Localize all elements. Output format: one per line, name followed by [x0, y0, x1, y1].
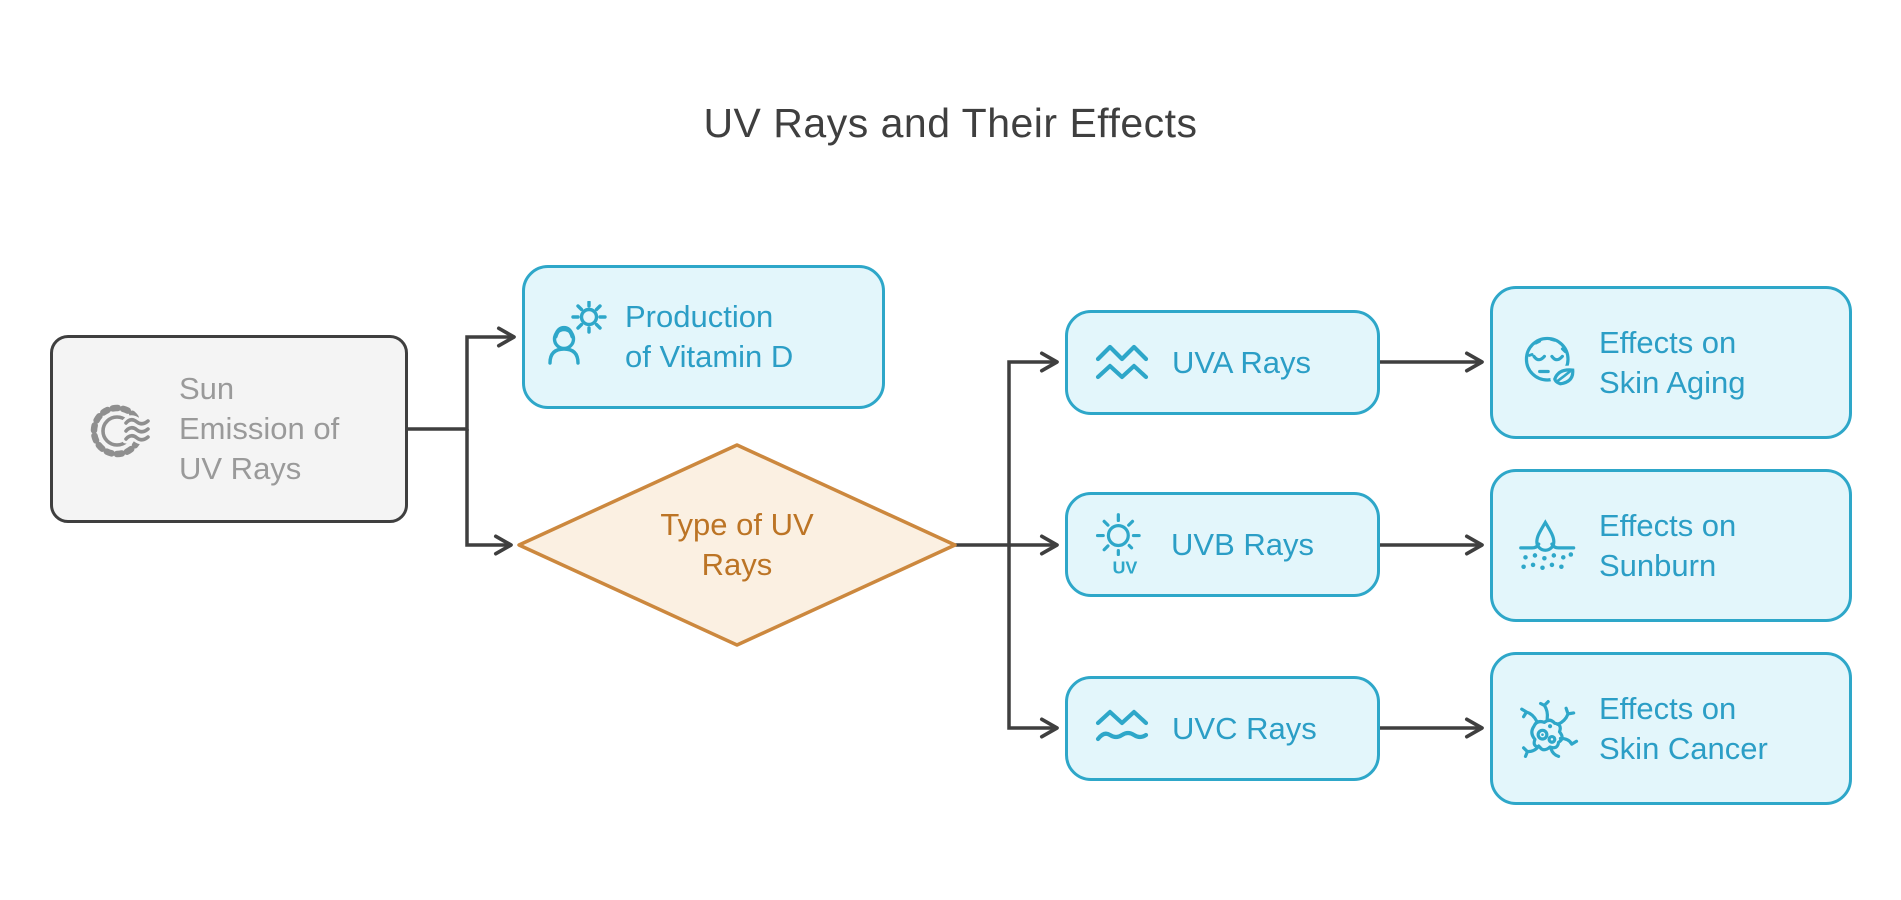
node-uva-rays: UVA Rays — [1065, 310, 1380, 415]
node-effects-skin-aging: Effects on Skin Aging — [1490, 286, 1852, 439]
node-sun-emission: Sun Emission of UV Rays — [50, 335, 408, 523]
cancer-cell-icon — [1517, 695, 1585, 763]
edge-source-production — [408, 326, 516, 431]
person-under-sun-icon — [541, 301, 613, 373]
node-label: UVA Rays — [1172, 344, 1311, 380]
node-uvb-rays: UV UVB Rays — [1065, 492, 1380, 597]
edge-source-uvtype — [465, 429, 513, 556]
edge-uvtype-uva — [955, 351, 1059, 547]
node-label: Sun Emission of UV Rays — [179, 371, 340, 486]
sun-emission-icon — [85, 390, 163, 468]
node-label: Production of Vitamin D — [625, 299, 794, 374]
sun-uv-rays-icon: UV — [1090, 511, 1158, 579]
edge-uvtype-uvc — [1007, 545, 1059, 739]
aged-face-leaf-icon — [1517, 329, 1585, 397]
node-effects-skin-cancer: Effects on Skin Cancer — [1490, 652, 1852, 805]
node-label: Effects on Skin Aging — [1599, 324, 1746, 400]
skin-droplet-burn-icon — [1517, 512, 1585, 580]
node-uvc-rays: UVC Rays — [1065, 676, 1380, 781]
uv-letters: UV — [1112, 557, 1137, 577]
decision-type-of-uv-rays: Type of UV Rays — [660, 507, 814, 582]
node-label: UVB Rays — [1171, 526, 1314, 562]
uv-waves-icon — [1093, 339, 1157, 387]
node-production-vitamin-d: Production of Vitamin D — [522, 265, 885, 409]
page-title: UV Rays and Their Effects — [703, 100, 1198, 146]
node-label: Effects on Sunburn — [1599, 507, 1737, 583]
node-label: UVC Rays — [1172, 710, 1317, 746]
node-effects-sunburn: Effects on Sunburn — [1490, 469, 1852, 622]
uv-waves-icon — [1093, 705, 1157, 753]
uv-type-diamond-shape — [517, 443, 957, 647]
node-label: Effects on Skin Cancer — [1599, 690, 1768, 766]
